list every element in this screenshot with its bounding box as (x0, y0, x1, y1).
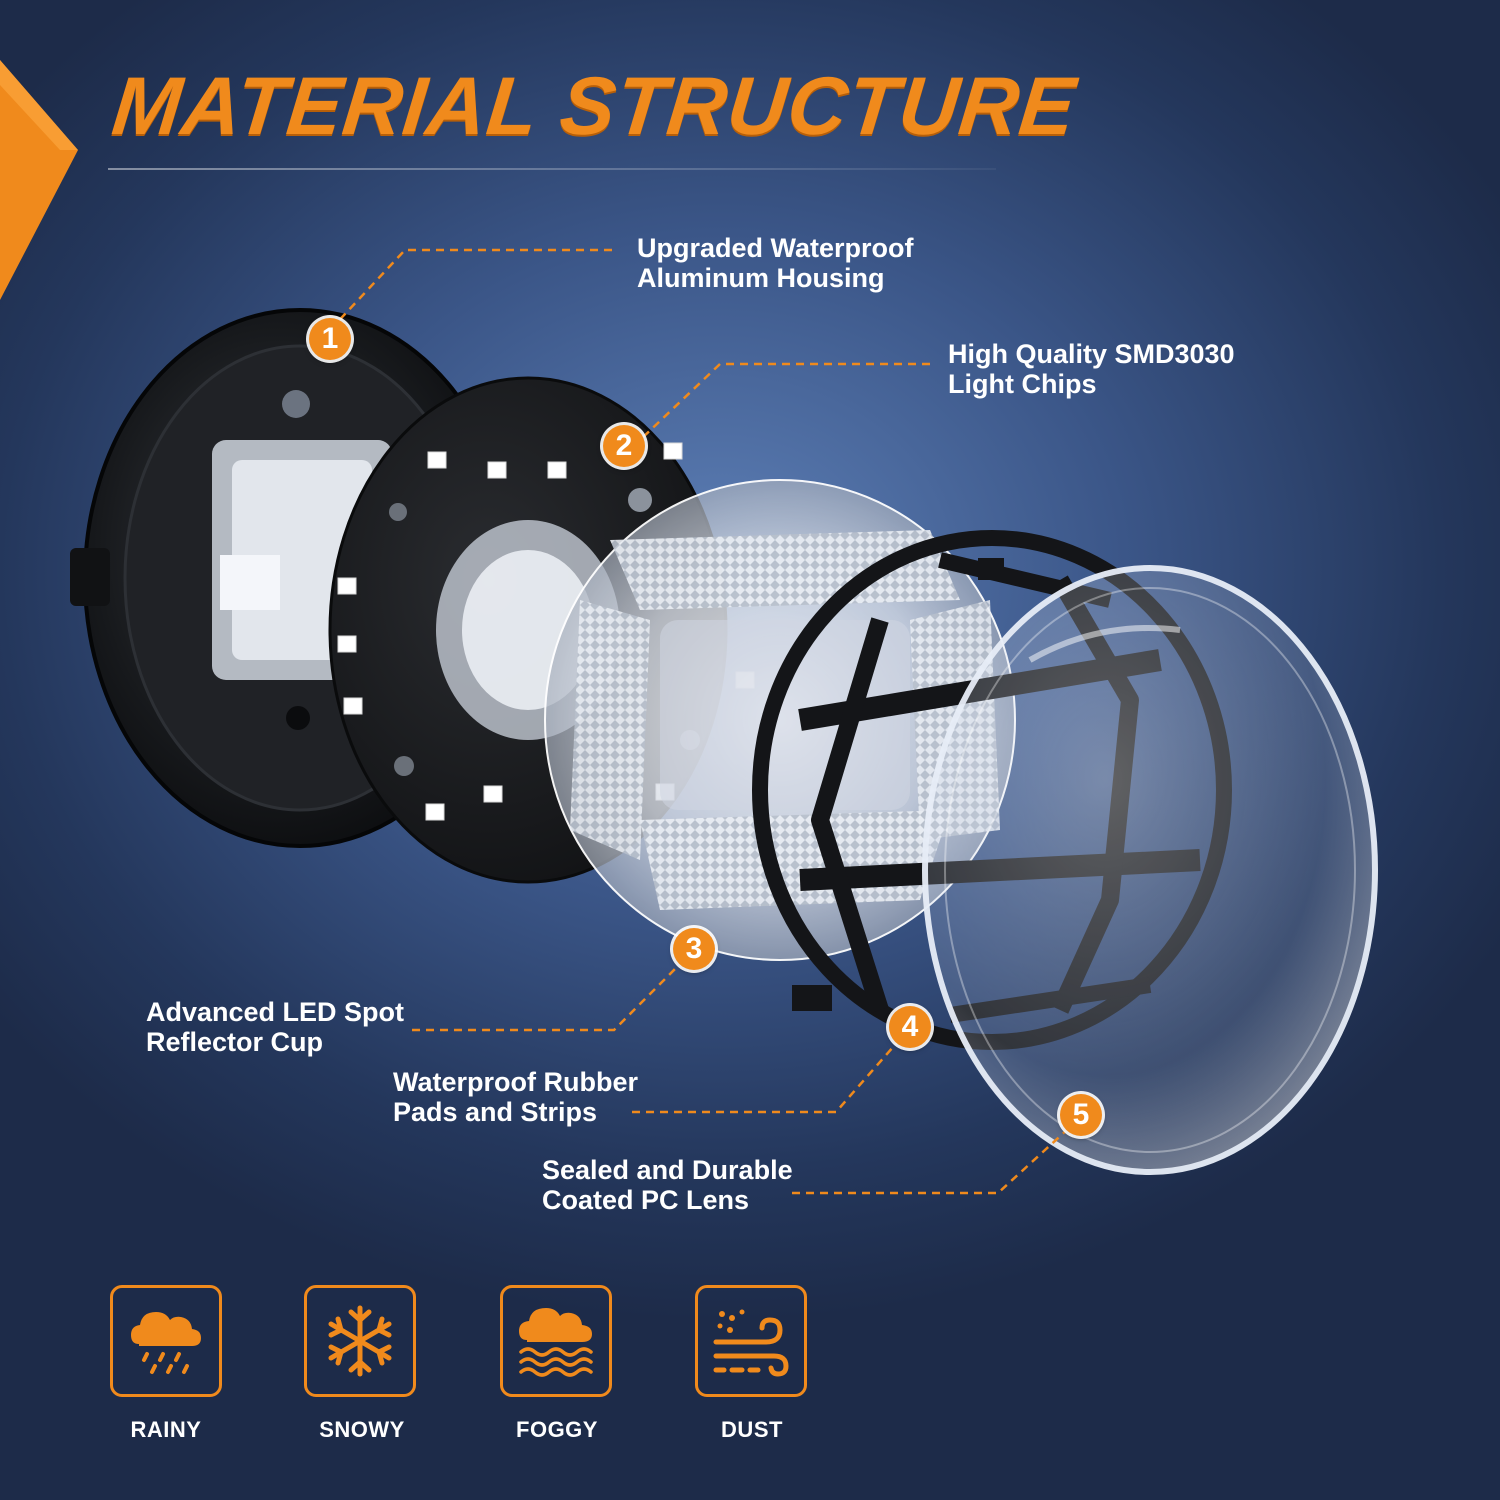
callout-3-badge: 3 (673, 928, 715, 970)
weather-label-foggy: FOGGY (516, 1417, 598, 1442)
weather-label-snowy: SNOWY (319, 1417, 405, 1442)
fog-cloud-icon (519, 1308, 593, 1377)
rain-cloud-icon (131, 1312, 201, 1374)
weather-tile-foggy (500, 1285, 612, 1397)
weather-tile-snowy (304, 1285, 416, 1397)
weather-label-dust: DUST (721, 1417, 783, 1442)
corner-accent-triangle (0, 60, 78, 300)
snowflake-icon (328, 1305, 392, 1377)
weather-tile-dust (695, 1285, 807, 1397)
callout-leader-lines (329, 248, 1081, 1195)
callout-1-badge: 1 (309, 318, 351, 360)
reflector-cup (544, 479, 1016, 961)
weather-tile-rainy (110, 1285, 222, 1397)
dust-wind-icon (713, 1309, 789, 1377)
callout-4-badge: 4 (889, 1006, 931, 1048)
callout-2-badge: 2 (603, 425, 645, 467)
weather-label-rainy: RAINY (130, 1417, 202, 1442)
title-divider (108, 168, 996, 170)
pc-lens (922, 565, 1378, 1175)
callout-5-badge: 5 (1060, 1094, 1102, 1136)
